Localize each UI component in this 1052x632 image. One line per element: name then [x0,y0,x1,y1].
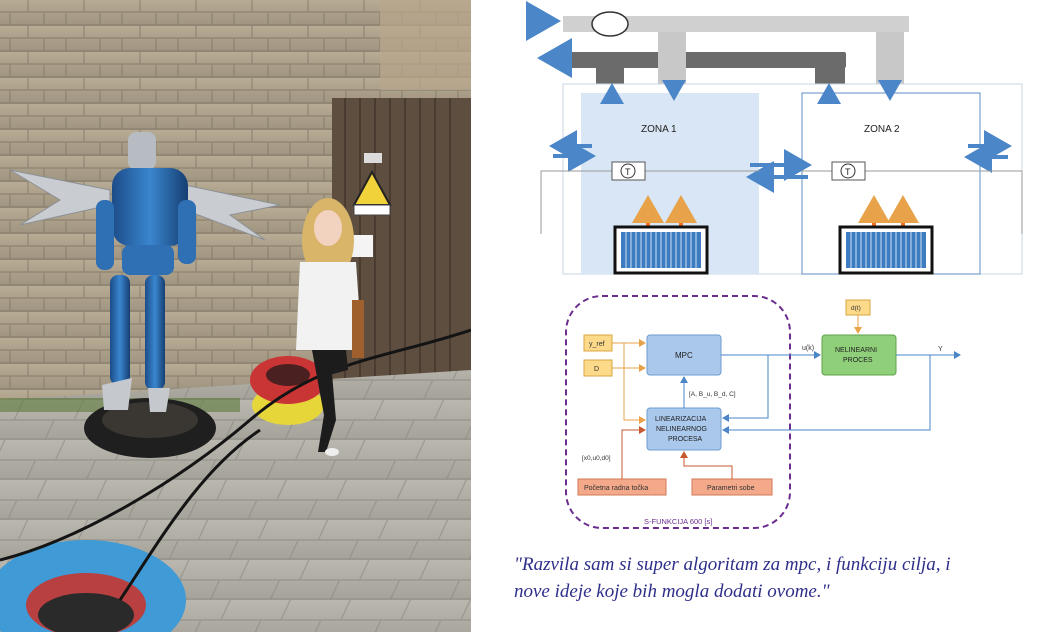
operating-point-label: Početna radna točka [584,485,648,492]
zone-1 [581,93,759,274]
process-label-1: NELINEARNI [835,347,877,354]
robot-sculpture [9,132,281,412]
quote-line-2: nove ideje koje bih mogla dodati ovome." [514,581,830,602]
input-d-label: D [594,366,599,373]
control-signal-label: u(k) [802,345,814,352]
disturbance-block [845,299,871,316]
linearization-label-3: PROCESA [668,436,703,443]
room-params-label: Parametri sobe [707,485,755,492]
initial-state-label: [x0,u0,d0] [582,455,611,462]
sensor-zone-1-label: T [625,167,631,177]
mpc-label: MPC [675,351,693,360]
room-params-block [691,478,773,496]
matrices-label: [A, B_u, B_d, C] [689,391,736,398]
fan-icon [591,11,629,37]
zone-diagram: ZONA 1 ZONA 2 T T [526,1,1023,275]
sfunction-boundary [565,295,791,529]
radiator-zone-2 [838,225,934,275]
zone-2-label: ZONA 2 [864,124,900,135]
photo-robot-sculpture [0,0,471,632]
output-label: Y [938,346,943,353]
linearization-block [646,407,722,451]
quote: "Razvila sam si super algoritam za mpc, … [514,551,1034,605]
input-d-block [583,359,613,377]
woman-figure [296,198,364,456]
zone-1-label: ZONA 1 [641,124,677,135]
process-label-2: PROCES [843,357,873,364]
sensor-zone-2 [831,161,866,181]
sfunction-label: S-FUNKCIJA 600 [s] [644,517,712,526]
return-duct [563,52,846,68]
process-block [821,334,897,376]
operating-point-block [577,478,667,496]
linearization-label-1: LINEARIZACIJA [655,416,707,423]
linearization-label-2: NELINEARNOG [656,426,707,433]
quote-line-1: "Razvila sam si super algoritam za mpc, … [514,554,951,575]
supply-duct [563,16,909,32]
sensor-zone-2-label: T [845,167,851,177]
input-ref-label: y_ref [589,341,605,348]
zone-2 [801,92,981,275]
disturbance-label: d(t) [851,305,861,312]
input-ref-block [583,334,613,352]
sensor-zone-1 [611,161,646,181]
control-block-diagram: S-FUNKCIJA 600 [s] y_ref D MPC LINEARIZA… [565,295,961,529]
radiator-zone-1 [613,225,709,275]
mpc-block [646,334,722,376]
